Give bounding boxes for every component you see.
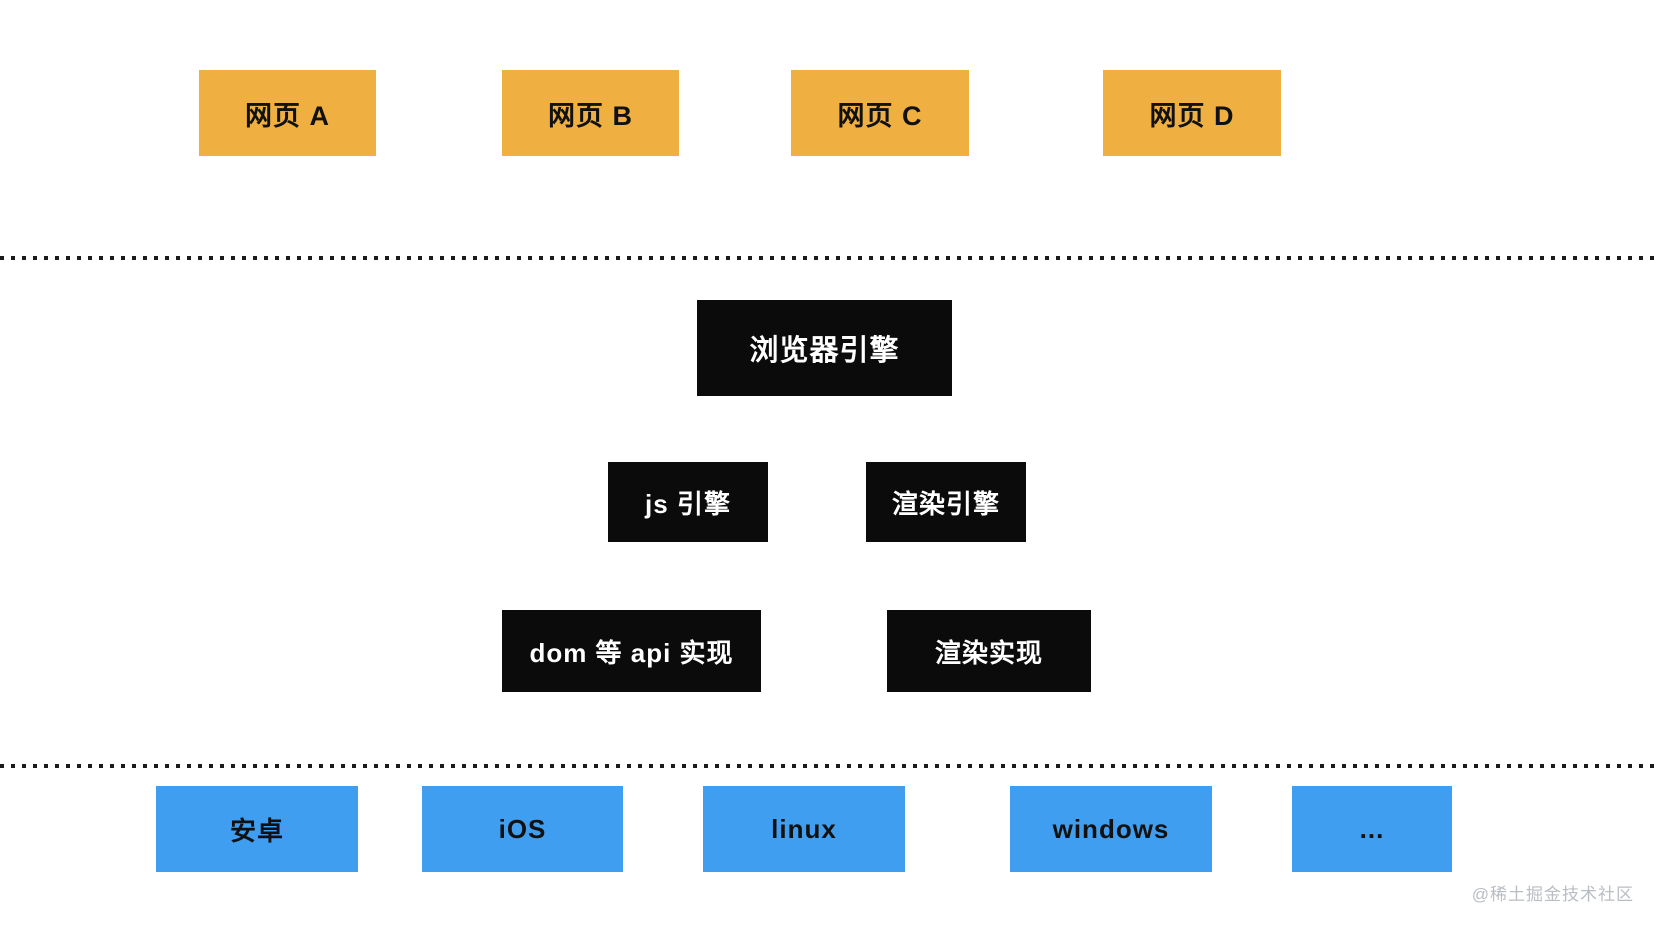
dom-api-implementation-label: dom 等 api 实现 — [529, 637, 734, 668]
browser-engine-label: 浏览器引擎 — [749, 335, 900, 367]
watermark: @稀土掘金技术社区 — [1472, 880, 1634, 905]
js-engine-label: js 引擎 — [645, 488, 731, 519]
rendering-engine-label: 渲染引擎 — [891, 488, 1000, 519]
platform-ios-label: iOS — [498, 813, 547, 844]
web-page-d-box: 网页 D — [1103, 70, 1281, 156]
platform-linux-box: linux — [703, 786, 905, 872]
platform-android-label: 安卓 — [229, 815, 284, 846]
platform-linux-label: linux — [771, 813, 837, 844]
rendering-implementation-label: 渲染实现 — [934, 637, 1043, 668]
platform-ios-box: iOS — [422, 786, 623, 872]
rendering-implementation-box: 渲染实现 — [887, 610, 1091, 692]
layer-separator-top — [0, 256, 1656, 260]
web-page-b-label: 网页 B — [548, 100, 633, 131]
watermark-label: @稀土掘金技术社区 — [1471, 885, 1634, 904]
web-page-b-box: 网页 B — [502, 70, 679, 156]
layer-separator-bottom — [0, 764, 1656, 768]
rendering-engine-box: 渲染引擎 — [866, 462, 1026, 542]
platform-windows-box: windows — [1010, 786, 1212, 872]
platform-ellipsis-label: ... — [1359, 813, 1385, 844]
web-page-a-label: 网页 A — [245, 100, 330, 131]
dom-api-implementation-box: dom 等 api 实现 — [502, 610, 761, 692]
platform-ellipsis-box: ... — [1292, 786, 1452, 872]
web-page-c-box: 网页 C — [791, 70, 969, 156]
browser-engine-box: 浏览器引擎 — [697, 300, 952, 396]
web-page-d-label: 网页 D — [1149, 100, 1235, 131]
platform-android-box: 安卓 — [156, 786, 358, 872]
web-page-c-label: 网页 C — [837, 100, 923, 131]
js-engine-box: js 引擎 — [608, 462, 768, 542]
platform-windows-label: windows — [1052, 813, 1170, 844]
web-page-a-box: 网页 A — [199, 70, 376, 156]
